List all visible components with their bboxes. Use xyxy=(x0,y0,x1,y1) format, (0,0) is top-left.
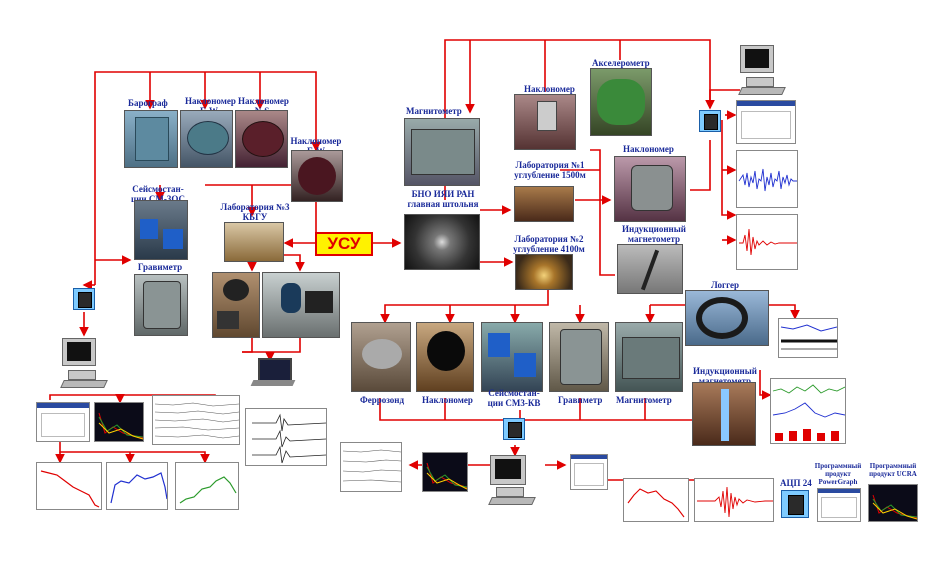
adc24-device xyxy=(781,490,809,518)
label-ferrozond: Феррозонд xyxy=(360,395,405,405)
label-tiltmeter-bottom: Наклономер xyxy=(422,395,473,405)
chart-blue-curve xyxy=(106,462,168,510)
logger-photo xyxy=(685,290,769,346)
label-induction-magnetometer-bottom: Индукционный магнетометр xyxy=(693,366,757,386)
ucra-window xyxy=(868,484,918,522)
bno-tunnel-photo xyxy=(404,214,480,270)
usu-control-unit: УСУ xyxy=(315,232,373,256)
chart-green-curve xyxy=(175,462,239,510)
induction-magnetometer-top-photo xyxy=(617,244,683,294)
lab3-photo xyxy=(224,222,284,262)
chart-red-decline xyxy=(36,462,102,510)
label-lab2: Лаборатория №2 углубление 4100м xyxy=(513,234,585,254)
gravimeter-left-photo xyxy=(134,274,188,336)
powergraph-window xyxy=(817,488,861,522)
induction-magnetometer-bottom-photo xyxy=(692,382,756,446)
adc-device-left xyxy=(73,288,95,310)
label-tiltmeter-top: Наклономер xyxy=(524,84,575,94)
label-barograph: Барограф xyxy=(128,98,168,108)
tiltmeter-bottom-photo xyxy=(416,322,474,392)
magnetometer-bottom-photo xyxy=(615,322,683,392)
chart-red-profile xyxy=(623,478,689,522)
computer-left xyxy=(60,338,112,390)
label-gravimeter-left: Гравиметр xyxy=(137,262,183,272)
label-logger: Логгер xyxy=(711,280,740,290)
chart-multi-trace-bottom xyxy=(340,442,402,492)
chart-spectrum-dark-bottom xyxy=(422,452,468,492)
chart-seismogram-laptop xyxy=(245,408,327,466)
label-magnetometer-top: Магнитометр xyxy=(406,106,462,116)
tiltmeter-ns-photo xyxy=(235,110,288,168)
label-magnetometer-bottom: Магнитометр xyxy=(616,395,672,405)
recorder-device-photo xyxy=(262,272,340,338)
chart-logger-trace xyxy=(778,318,838,358)
seismo-cm3kb-photo xyxy=(481,322,543,392)
gravimeter-bottom-photo xyxy=(549,322,609,392)
label-lab1: Лаборатория №1 углубление 1500м xyxy=(514,160,586,180)
label-induction-magnetometer-top: Индукционный магнетометр xyxy=(622,224,686,244)
chart-software-window-bottom xyxy=(570,454,608,490)
chart-spectrum-dark-left xyxy=(94,402,144,442)
magnetometer-top-photo xyxy=(404,118,480,186)
label-seismo-cm3kb: Сейсмостан-ции СМ3-КВ xyxy=(487,388,541,408)
label-lab3: Лаборатория №3 КБГУ xyxy=(220,202,290,222)
tiltmeter-right-photo xyxy=(614,156,686,222)
label-adc24: АЦП 24 xyxy=(780,478,812,488)
seismo-cm3os-photo xyxy=(134,200,188,260)
chart-software-window-right xyxy=(736,100,796,144)
logger-device-photo xyxy=(212,272,260,338)
laptop xyxy=(250,358,296,388)
chart-blue-noise xyxy=(736,150,798,208)
label-ucra: Программный продукт UCRA xyxy=(869,462,917,478)
ferrozond-photo xyxy=(351,322,411,392)
chart-magnetic-traces xyxy=(770,378,846,444)
adc-device-bottom xyxy=(503,418,525,440)
tiltmeter-top-photo xyxy=(514,94,576,150)
chart-red-seismogram xyxy=(694,478,774,522)
computer-top-right xyxy=(738,45,790,97)
barograph-photo xyxy=(124,110,178,168)
label-accelerometer: Акселерометр xyxy=(592,58,650,68)
adc-device-top-right xyxy=(699,110,721,132)
label-gravimeter-bottom: Гравиметр xyxy=(558,395,603,405)
label-bno-main-adit: БНО ИЯИ РАН главная штольня xyxy=(407,189,479,209)
chart-red-noise xyxy=(736,214,798,270)
tiltmeter-ew-2-photo xyxy=(291,150,343,202)
label-powergraph: Программный продукт PowerGraph xyxy=(814,462,862,486)
tiltmeter-ew-photo xyxy=(180,110,233,168)
label-tiltmeter-right: Наклономер xyxy=(623,144,674,154)
label-seismo-cm3os: Сейсмостан-ции СМ-3ОС xyxy=(131,184,185,204)
lab1-photo xyxy=(514,186,574,222)
accelerometer-photo xyxy=(590,68,652,136)
computer-bottom xyxy=(488,455,542,507)
lab2-photo xyxy=(515,254,573,290)
chart-software-window-1 xyxy=(36,402,90,442)
chart-multi-trace-left xyxy=(152,395,240,445)
